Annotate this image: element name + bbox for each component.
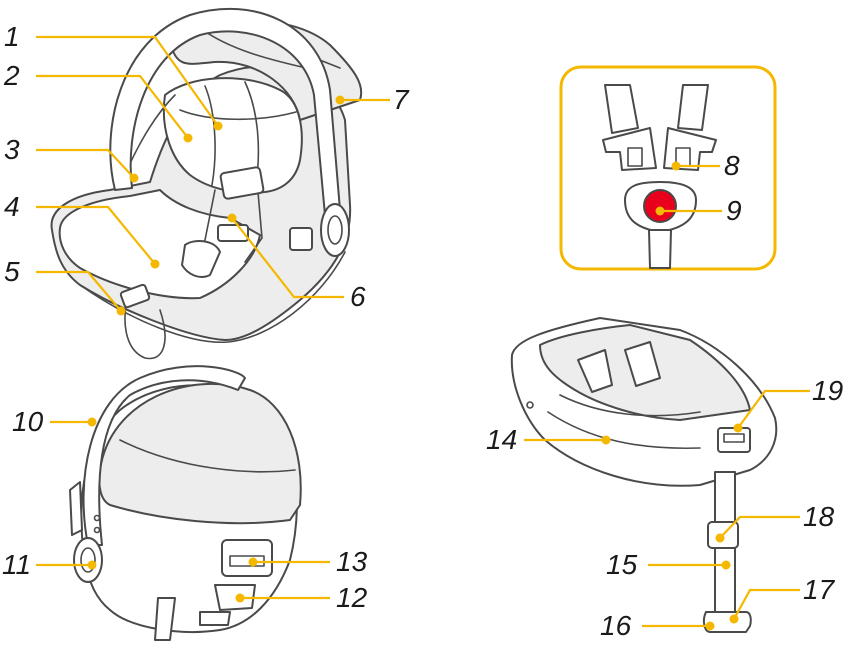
chest-clip — [219, 166, 265, 200]
belt-hook — [124, 289, 166, 360]
handle-pivot-rear — [73, 537, 103, 583]
rear-carry-handle — [82, 365, 246, 546]
infant-car-seat-rear — [69, 365, 302, 641]
rear-side-panel — [69, 481, 83, 536]
infant-car-seat-front — [50, 7, 363, 360]
belt-guide-side — [289, 227, 313, 251]
callout-3: 3 — [4, 134, 20, 165]
handle-pivot-front — [320, 203, 350, 257]
headrest — [162, 77, 303, 194]
leg-indicator — [717, 427, 751, 453]
detail-strap-right — [677, 84, 709, 131]
carry-handle-front — [109, 7, 341, 216]
harness-adjuster — [214, 584, 256, 611]
isofix-latch-left — [577, 349, 613, 393]
buckle-release-button — [643, 189, 677, 223]
rear-canopy — [98, 382, 302, 525]
callout-16: 16 — [600, 610, 632, 641]
leader-5 — [36, 270, 122, 312]
callout-13: 13 — [336, 546, 368, 577]
callout-10: 10 — [12, 406, 44, 437]
callout-19: 19 — [812, 375, 843, 406]
callout-8: 8 — [724, 150, 740, 181]
leader-2 — [36, 74, 189, 139]
callout-17: 17 — [803, 574, 836, 605]
callout-11: 11 — [2, 549, 31, 580]
callout-9: 9 — [726, 195, 742, 226]
crotch-strap — [648, 229, 672, 269]
crotch-pad — [181, 239, 221, 278]
callout-15: 15 — [606, 549, 638, 580]
callout-labels: 1 2 3 4 5 6 7 8 9 10 11 12 13 14 15 16 1… — [2, 21, 843, 641]
callout-1: 1 — [4, 21, 20, 52]
leader-19 — [737, 389, 810, 429]
harness-strap-right — [244, 191, 263, 263]
leader-1 — [36, 35, 219, 127]
callout-6: 6 — [350, 281, 366, 312]
isofix-base — [510, 317, 778, 633]
load-leg-foot — [702, 611, 752, 633]
rear-foot-left — [154, 597, 176, 641]
leader-17 — [733, 588, 800, 620]
leader-18 — [719, 515, 800, 539]
detail-strap-left — [604, 84, 639, 134]
rear-foot-right — [199, 611, 231, 626]
leader-6 — [231, 217, 344, 299]
leader-3 — [36, 148, 135, 179]
callout-14: 14 — [486, 424, 517, 455]
rear-belt-guide — [221, 539, 273, 577]
isofix-latch-right — [624, 341, 661, 387]
callout-5: 5 — [4, 256, 20, 287]
callout-18: 18 — [803, 501, 835, 532]
leader-4 — [36, 205, 156, 265]
leader-dots — [87, 95, 743, 631]
callout-7: 7 — [393, 84, 410, 115]
callout-12: 12 — [336, 582, 368, 613]
harness-buckle-detail — [559, 65, 777, 271]
leader-lines — [36, 35, 810, 628]
callout-4: 4 — [4, 191, 20, 222]
callout-2: 2 — [3, 60, 20, 91]
